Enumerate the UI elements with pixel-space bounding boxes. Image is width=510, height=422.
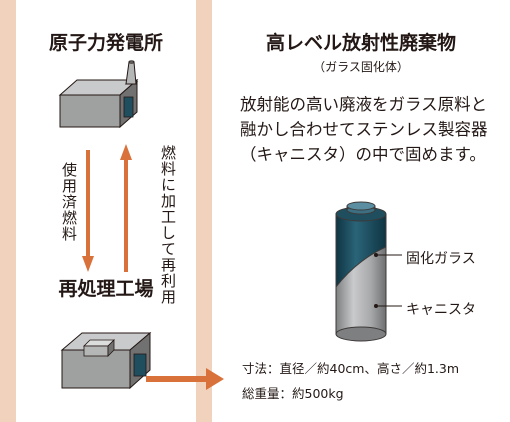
glass-label: 固化ガラス xyxy=(406,251,476,267)
reprocessing-plant-title: 再処理工場 xyxy=(58,278,154,300)
hlw-subtitle: （ガラス固化体） xyxy=(313,60,409,74)
weight-spec: 総重量：約500kg xyxy=(242,386,344,401)
reprocessing-plant-icon xyxy=(60,331,152,390)
canister-leader-line xyxy=(374,304,402,308)
dimensions-spec: 寸法：直径／約40cm、高さ／約1.3m xyxy=(242,361,460,376)
spent-fuel-arrow xyxy=(82,150,94,272)
fuel-reuse-arrow xyxy=(120,144,132,272)
spent-fuel-label: 使用済燃料 xyxy=(60,162,78,242)
glass-leader-line xyxy=(374,253,402,257)
power-plant-title: 原子力発電所 xyxy=(48,32,163,54)
fuel-reuse-label: 燃料に加工して再利用 xyxy=(159,145,177,305)
power-plant-icon xyxy=(58,60,139,129)
canister-icon xyxy=(335,201,387,342)
output-arrow xyxy=(146,368,224,390)
hlw-title: 高レベル放射性廃棄物 xyxy=(265,32,456,54)
hlw-description: 放射能の高い廃液をガラス原料と融かし合わせてステンレス製容器（キャニスタ）の中で… xyxy=(240,95,488,164)
canister-label: キャニスタ xyxy=(406,302,476,318)
